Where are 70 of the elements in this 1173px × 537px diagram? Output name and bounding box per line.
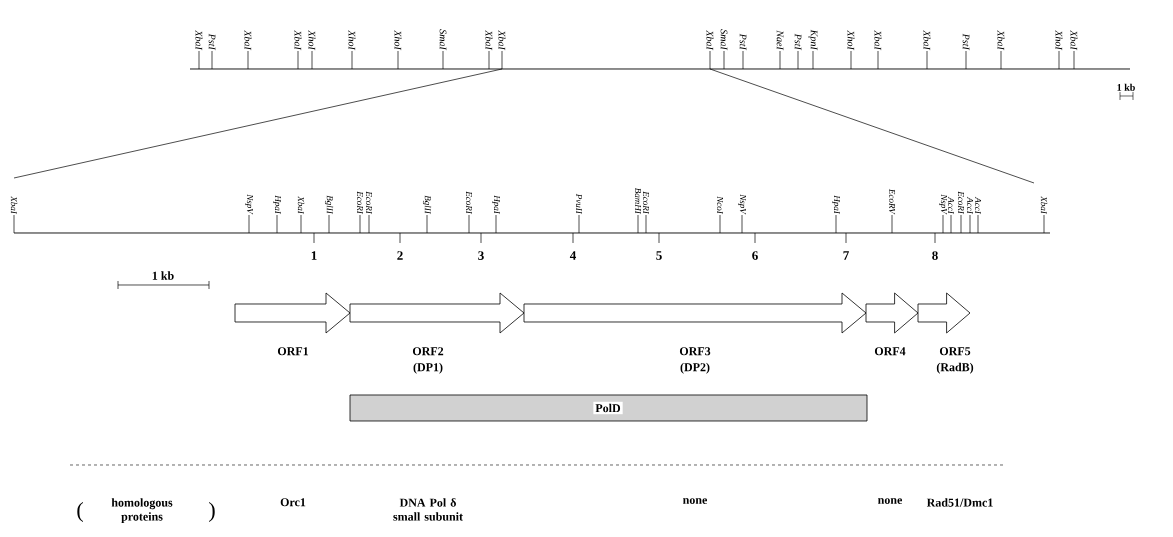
site-label: NspV	[245, 194, 253, 215]
bracket: (	[77, 502, 83, 522]
site-label: PvuII	[576, 193, 582, 215]
site-label: XbaI	[244, 30, 252, 51]
orf-label: ORF2 (DP1)	[412, 347, 444, 374]
protein-label: none	[683, 498, 708, 504]
position-number: 8	[932, 251, 938, 260]
site-label: NspV	[939, 194, 947, 215]
site-label: XhoI	[1055, 30, 1063, 51]
site-label: BglII	[324, 195, 334, 215]
position-number: 3	[478, 251, 484, 260]
site-label: SmaI	[720, 29, 728, 51]
site-label: EcoRI	[643, 191, 649, 215]
site-label: XbaI	[10, 196, 18, 215]
site-label: XbaI	[706, 30, 714, 51]
site-label: XbaI	[498, 30, 506, 51]
site-label: XbaI	[1070, 30, 1078, 51]
orf-label: ORF4	[874, 347, 906, 356]
site-label: HpaI	[832, 195, 840, 215]
site-label: XbaI	[485, 30, 493, 51]
site-label: NspV	[738, 194, 746, 215]
site-label: PstI	[739, 33, 747, 51]
site-label: AccI	[975, 196, 981, 215]
site-label: XbaI	[294, 30, 302, 51]
site-label: XbaI	[874, 30, 882, 51]
orf-label: ORF5 (RadB)	[936, 347, 974, 374]
position-number: 5	[656, 251, 662, 260]
site-label: EcoRI	[958, 191, 964, 215]
site-label: PstI	[794, 33, 802, 51]
site-label: XbaI	[195, 30, 203, 51]
site-label: XbaI	[923, 30, 931, 51]
site-label: XhoI	[847, 30, 855, 51]
protein-label: none	[878, 498, 903, 504]
site-label: EcoRV	[889, 188, 895, 215]
protein-bar: PolD	[349, 394, 868, 422]
protein-label: DNA Pol δ small subunit	[393, 498, 463, 521]
site-label: XhoI	[394, 30, 402, 51]
site-label: EcoRI	[357, 191, 363, 215]
protein-label: homologous proteins	[111, 498, 173, 524]
site-label: PstI	[208, 33, 216, 51]
site-label: PstI	[962, 33, 970, 51]
site-label: BamHI	[635, 187, 641, 215]
position-number: 2	[397, 251, 403, 260]
site-label: AccI	[967, 196, 973, 215]
orf-label: ORF3 (DP2)	[679, 347, 711, 374]
scale-label: 1 kb	[152, 271, 174, 280]
site-label: HpaI	[492, 195, 500, 215]
site-label: HpaI	[273, 195, 281, 215]
protein-label: Rad51/Dmc1	[926, 498, 993, 507]
position-number: 7	[843, 251, 849, 260]
position-number: 4	[569, 251, 576, 260]
site-label: NaeI	[776, 30, 784, 51]
site-label: EcoRI	[366, 191, 372, 215]
site-label: SmaI	[439, 29, 447, 51]
position-number: 1	[311, 251, 317, 260]
site-label: EcoRI	[466, 191, 472, 215]
site-label: XhoI	[348, 30, 356, 51]
site-label: AccI	[948, 196, 954, 215]
bracket: )	[209, 502, 215, 522]
site-label: XhoI	[308, 30, 316, 51]
scale-label: 1 kb	[1117, 83, 1135, 91]
site-label: XbaI	[297, 196, 305, 215]
position-number: 6	[752, 251, 758, 260]
site-label: BglII	[422, 195, 432, 215]
protein-label: Orc1	[280, 498, 306, 507]
site-label: NcoI	[717, 196, 723, 215]
orf-label: ORF1	[277, 347, 309, 356]
site-label: KpnI	[808, 29, 818, 51]
site-label: XbaI	[997, 30, 1005, 51]
site-label: XbaI	[1040, 196, 1048, 215]
